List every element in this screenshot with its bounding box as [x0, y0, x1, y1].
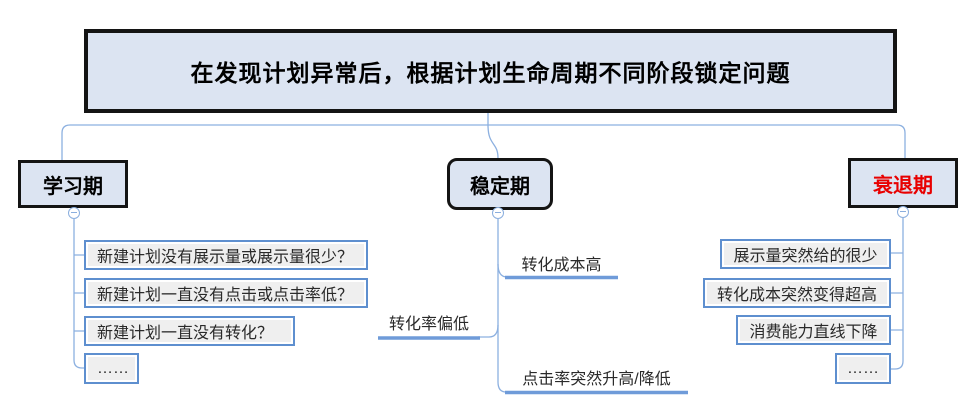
subtopic-cost-spike[interactable]: 转化成本突然变得超高 [703, 278, 891, 308]
stable-branch-lines [478, 263, 508, 338]
top-bracket-line [61, 124, 906, 160]
branch-learning-period[interactable]: 学习期 [18, 160, 128, 208]
subtopic-spend-decline[interactable]: 消费能力直线下降 [736, 315, 891, 345]
subtopic-decline-more[interactable]: …… [835, 353, 891, 384]
subtopic-learning-more[interactable]: …… [84, 353, 139, 384]
subtopic-low-conversion-rate[interactable]: 转化率偏低 [388, 316, 469, 333]
collapse-minus-icon-stable[interactable] [492, 207, 504, 219]
collapse-minus-icon-learning[interactable] [68, 207, 80, 219]
stable-trunk-line [497, 219, 507, 393]
subtopic-impressions-drop[interactable]: 展示量突然给的很少 [720, 239, 891, 269]
subtopic-ctr-sudden-change[interactable]: 点击率突然升高/降低 [522, 371, 671, 388]
decline-trunk-line [891, 218, 904, 370]
root-topic[interactable]: 在发现计划异常后，根据计划生命周期不同阶段锁定问题 [84, 29, 897, 113]
subtopic-no-conversions[interactable]: 新建计划一直没有转化？ [84, 316, 295, 346]
branch-stable-period[interactable]: 稳定期 [447, 158, 553, 210]
subtopic-no-impressions[interactable]: 新建计划没有展示量或展示量很少？ [84, 240, 368, 270]
subtopic-no-clicks[interactable]: 新建计划一直没有点击或点击率低？ [84, 278, 368, 308]
collapse-minus-icon-decline[interactable] [897, 206, 909, 218]
root-stem-line [487, 113, 499, 159]
learning-stub-lines [74, 254, 84, 332]
branch-decline-period[interactable]: 衰退期 [848, 158, 958, 208]
subtopic-high-conversion-cost[interactable]: 转化成本高 [521, 257, 602, 274]
learning-trunk-line [73, 219, 84, 369]
decline-stub-lines [891, 252, 903, 331]
